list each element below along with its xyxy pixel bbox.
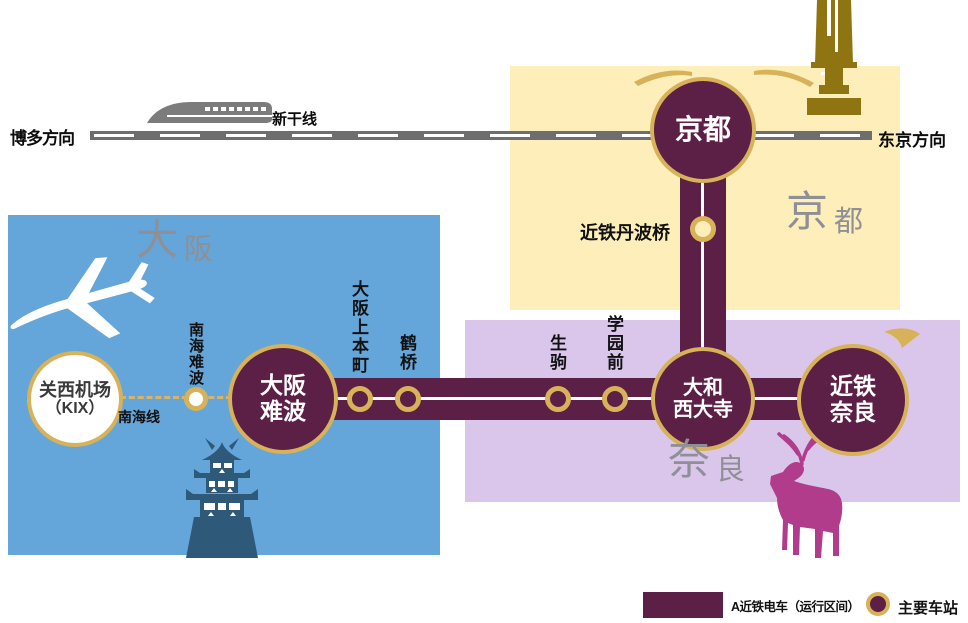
station-kintetsu-nara-line1: 近铁: [830, 373, 876, 400]
station-marker-uehommachi: [347, 386, 373, 412]
region-label-kyoto: 京 都: [786, 190, 866, 238]
temple-roof-swoosh-left-icon: [634, 66, 694, 86]
legend-line-swatch: [643, 592, 723, 618]
kyoto-tower-icon: [797, 0, 871, 115]
label-tambabashi: 近铁丹波桥: [580, 223, 670, 243]
station-kyoto-label: 京都: [674, 114, 731, 146]
label-gakuemmae: 学园前: [604, 315, 623, 372]
nankai-line-dashed: [120, 396, 232, 399]
label-hakata-direction: 博多方向: [10, 129, 75, 148]
region-label-nara: 奈 良: [668, 438, 748, 486]
label-ikoma: 生驹: [547, 334, 566, 372]
station-kyoto: 京都: [650, 77, 756, 183]
legend-station-label: 主要车站: [898, 600, 959, 617]
station-marker-tsuruhashi: [395, 386, 421, 412]
temple-roof-swoosh-nara-icon: [884, 326, 922, 350]
airplane-icon: [6, 256, 156, 352]
temple-roof-swoosh-right-icon: [752, 65, 816, 87]
station-kintetsu-nara-line2: 奈良: [830, 399, 876, 425]
station-marker-tambabashi: [690, 216, 716, 242]
label-nankai-line: 南海线: [118, 409, 160, 425]
station-kansai-airport: 关西机场 （KIX）: [27, 351, 123, 447]
station-kansai-airport-line1: 关西机场: [39, 379, 111, 400]
station-marker-ikoma: [545, 386, 571, 412]
label-nankai-namba: 南海难波: [187, 322, 204, 386]
region-label-osaka: 大 阪: [136, 218, 216, 266]
station-kintetsu-nara: 近铁 奈良: [797, 344, 909, 456]
station-osaka-namba: 大阪 难波: [228, 344, 338, 454]
label-shinkansen: 新干线: [272, 111, 318, 128]
shinkansen-train-icon: [147, 95, 273, 129]
station-yamato-saidaiji-line1: 大和: [683, 376, 723, 399]
station-marker-nankai-namba: [184, 387, 208, 411]
station-kansai-airport-line2: （KIX）: [45, 400, 105, 418]
station-osaka-namba-line2: 难波: [260, 398, 306, 424]
station-yamato-saidaiji-line2: 西大寺: [673, 399, 733, 421]
kyoto-branch-centerline: [701, 183, 704, 348]
label-tsuruhashi: 鹤桥: [397, 334, 416, 372]
station-yamato-saidaiji: 大和 西大寺: [651, 347, 755, 451]
station-marker-gakuemmae: [602, 386, 628, 412]
osaka-castle-icon: [180, 436, 264, 558]
shinkansen-line: [90, 131, 872, 140]
label-tokyo-direction: 东京方向: [878, 131, 946, 150]
legend-station-marker: [866, 592, 890, 616]
label-uehommachi: 大阪上本町: [349, 280, 368, 375]
legend-line-label: A近铁电车（运行区间）: [731, 600, 860, 614]
station-osaka-namba-line1: 大阪: [260, 372, 306, 399]
